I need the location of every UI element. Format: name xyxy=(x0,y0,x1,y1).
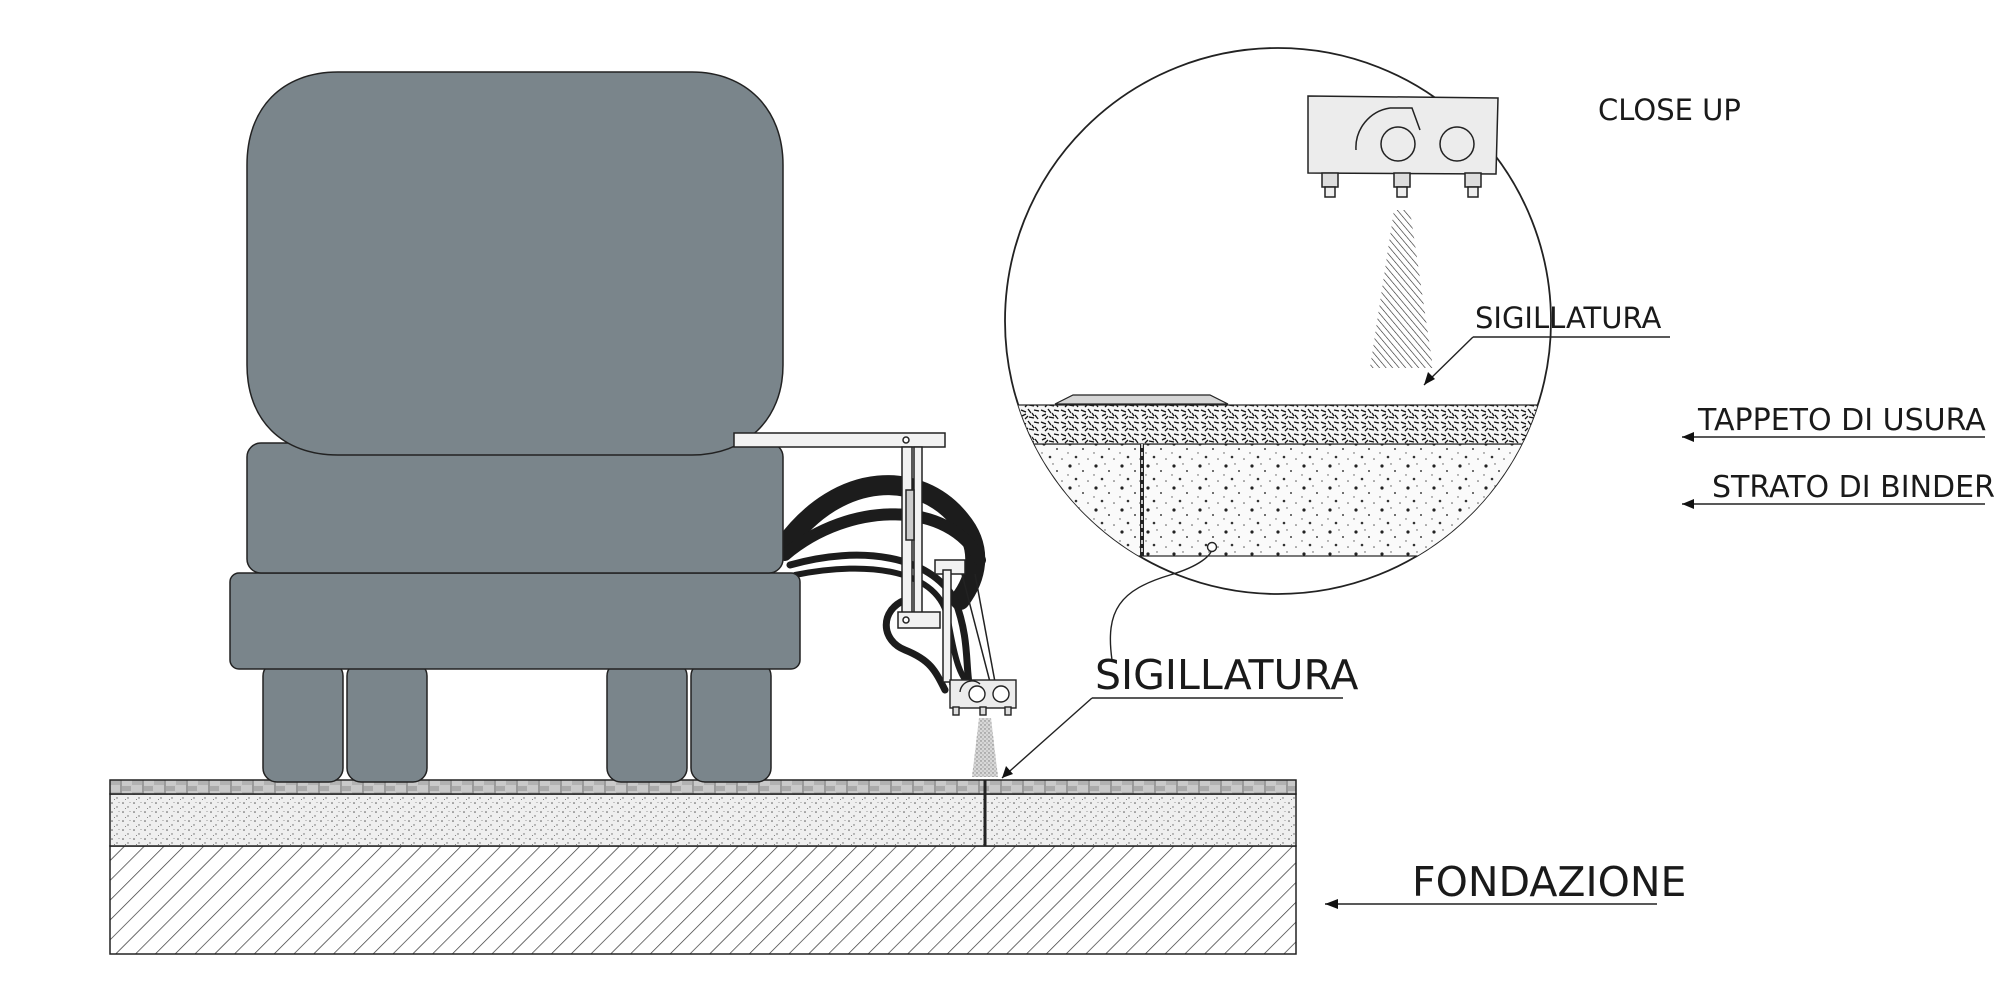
main-sigillatura-label: SIGILLATURA xyxy=(1095,651,1358,699)
binder-layer xyxy=(109,793,1297,847)
sealant-bead xyxy=(1054,394,1229,405)
machine-base xyxy=(229,572,801,670)
tappeto-di-usura-label: TAPPETO DI USURA xyxy=(1697,403,1986,438)
nozzle-box xyxy=(949,679,1017,716)
arrow-heads xyxy=(1002,372,1694,909)
sealing-machine xyxy=(229,71,1017,783)
leader-lines xyxy=(1001,336,1985,905)
strato-di-binder-label: STRATO DI BINDER xyxy=(1712,470,1995,505)
close-up-detail xyxy=(1004,47,1552,595)
close-up-label: CLOSE UP xyxy=(1598,93,1741,127)
machine-mid xyxy=(246,442,784,574)
wheel-3 xyxy=(606,661,688,783)
wheel-2 xyxy=(346,661,428,783)
wheel-1 xyxy=(262,661,344,783)
machine-tank xyxy=(246,71,784,456)
connector-dot xyxy=(1206,541,1218,553)
detail-binder-layer xyxy=(1005,443,1551,557)
foundation-layer xyxy=(109,845,1297,955)
wheel-4 xyxy=(690,661,772,783)
detail-spray-cone xyxy=(1370,210,1433,368)
detail-wearing-layer xyxy=(1005,404,1551,445)
detail-sigillatura-label: SIGILLATURA xyxy=(1475,301,1661,335)
sealing-arm xyxy=(733,432,996,686)
detail-nozzle-box xyxy=(1307,95,1499,198)
spray-cone xyxy=(972,718,998,777)
road-cross-section xyxy=(109,779,1297,955)
fondazione-label: FONDAZIONE xyxy=(1412,858,1686,906)
